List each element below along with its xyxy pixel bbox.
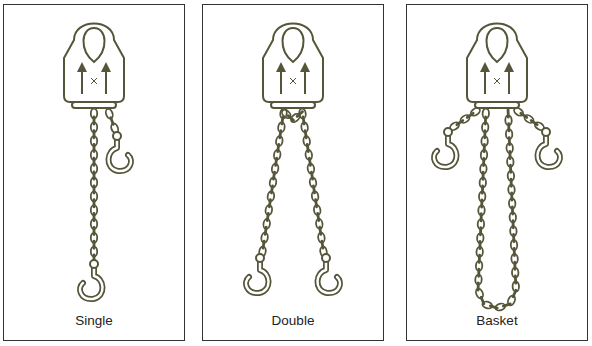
chain-link-edge — [479, 226, 482, 236]
hook — [537, 135, 559, 167]
chain-link-edge — [93, 143, 96, 153]
chain-link-edge — [478, 254, 481, 264]
sling-panel: Basket — [406, 4, 588, 341]
hook — [80, 267, 102, 299]
chain-link-edge — [508, 150, 511, 160]
direction-arrow-head — [77, 62, 87, 72]
master-link — [263, 24, 323, 103]
hook-eye — [256, 254, 264, 262]
chain-link-edge — [483, 143, 486, 153]
chain-link-edge — [482, 157, 485, 167]
hook-eye — [113, 132, 121, 140]
direction-arrow-head — [300, 62, 310, 72]
sling-type-label: Single — [4, 313, 184, 328]
sub-coupler — [475, 102, 519, 108]
direction-arrow-head — [276, 62, 286, 72]
chain-link-edge — [513, 261, 516, 271]
chain-link-edge — [510, 178, 513, 188]
stamp-mark — [494, 78, 500, 84]
chain-link — [507, 295, 517, 307]
chain-link-edge — [511, 219, 514, 229]
hook-highlight — [246, 261, 268, 293]
master-link-eye — [282, 28, 303, 62]
master-link-eye — [83, 28, 104, 62]
master-link-eye — [486, 28, 507, 62]
chain-link-edge — [93, 157, 96, 167]
chain-link-edge — [507, 108, 510, 118]
chain-link-edge — [513, 247, 516, 257]
chain-link-edge — [93, 185, 96, 195]
chain-link-edge — [481, 171, 484, 181]
chain-link-edge — [508, 136, 511, 146]
chain-link-edge — [481, 185, 484, 195]
chain-link-edge — [480, 212, 483, 222]
master-link — [64, 24, 124, 103]
chain-link-edge — [509, 164, 512, 174]
chain-link-edge — [511, 205, 514, 215]
hook — [317, 261, 339, 293]
sling-panel: Single — [3, 4, 185, 341]
hook-eye — [444, 128, 452, 136]
hook — [434, 135, 456, 167]
sub-coupler — [271, 102, 315, 108]
chain-link-edge — [477, 268, 480, 278]
hook — [108, 139, 130, 171]
sub-coupler — [72, 102, 116, 108]
stamp-mark — [290, 78, 296, 84]
chain-link-edge — [507, 122, 510, 132]
hook-eye — [322, 254, 330, 262]
sling-type-label: Basket — [407, 313, 587, 328]
chain-link-edge — [93, 129, 96, 139]
sling-panel: Double — [202, 4, 384, 341]
chain-link-edge — [93, 212, 96, 222]
master-link — [467, 24, 527, 103]
chain-link-edge — [483, 129, 486, 139]
chain-link-edge — [480, 198, 483, 208]
chain-link — [105, 108, 114, 120]
hook-highlight — [80, 267, 102, 299]
chain-link-edge — [512, 233, 515, 243]
chain-link-edge — [478, 240, 481, 250]
chain-link-edge — [510, 191, 513, 201]
hook — [246, 261, 268, 293]
direction-arrow-head — [480, 62, 490, 72]
hook-eye — [90, 260, 98, 268]
chain-link-edge — [93, 240, 96, 250]
chain-link-edge — [93, 171, 96, 181]
hook-highlight — [317, 261, 339, 293]
chain-link-edge — [93, 226, 96, 236]
direction-arrow-head — [504, 62, 514, 72]
chain-link-edge — [295, 110, 304, 119]
direction-arrow-head — [101, 62, 111, 72]
hook-eye — [542, 128, 550, 136]
chain-link-edge — [93, 115, 96, 125]
chain-link-edge — [511, 288, 518, 298]
chain-link-edge — [93, 198, 96, 208]
chain-link-edge — [514, 275, 517, 285]
stamp-mark — [91, 78, 97, 84]
hook-highlight — [537, 135, 559, 167]
hook-highlight — [108, 139, 130, 171]
chain-link — [475, 288, 485, 300]
chain-link-edge — [484, 115, 487, 125]
hook-highlight — [434, 135, 456, 167]
sling-type-label: Double — [203, 313, 383, 328]
